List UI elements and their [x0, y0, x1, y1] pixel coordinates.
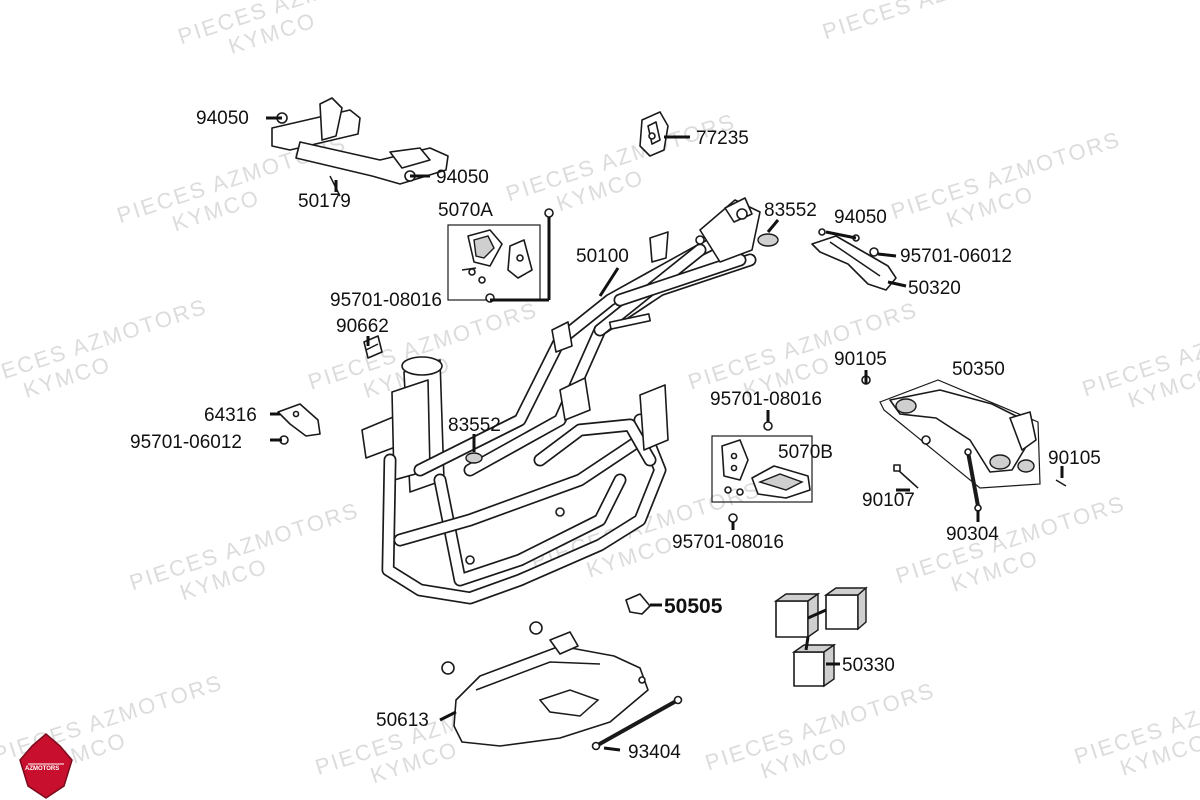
callout-50320: 50320	[908, 278, 961, 299]
callout-5070B: 5070B	[778, 442, 833, 463]
main-frame-part[interactable]	[361, 197, 761, 605]
engine-hanger-50350-part[interactable]	[861, 375, 1067, 489]
rubber-pads-50330-part[interactable]	[773, 586, 868, 688]
callout-95701-06012: 95701-06012	[900, 246, 1012, 267]
callout-83552: 83552	[764, 200, 817, 221]
group-5070A-part[interactable]	[447, 208, 554, 303]
callout-90662: 90662	[336, 316, 389, 337]
logo-text: AZMOTORS	[25, 766, 59, 772]
callout-5070A: 5070A	[438, 200, 493, 221]
callout-95701-08016: 95701-08016	[330, 290, 442, 311]
bolt-90107-part[interactable]	[893, 464, 919, 489]
pad-83552-top-part[interactable]	[757, 233, 779, 247]
callout-90105: 90105	[834, 349, 887, 370]
callout-94050: 94050	[834, 207, 887, 228]
azmotors-logo: AZMOTORS	[19, 733, 73, 799]
bracket-64316-part[interactable]	[277, 403, 321, 445]
bracket-50179-part[interactable]	[271, 97, 449, 197]
pad-83552-mid-part[interactable]	[465, 452, 483, 464]
group-5070B-part[interactable]	[711, 421, 813, 523]
bracket-77235-part[interactable]	[639, 111, 669, 157]
rod-93404-part[interactable]	[591, 695, 683, 751]
under-cover-50613-part[interactable]	[441, 621, 649, 747]
rod-90304-part[interactable]	[964, 448, 982, 512]
callout-83552: 83552	[448, 415, 501, 436]
callout-90105: 90105	[1048, 448, 1101, 469]
callout-95701-08016: 95701-08016	[710, 389, 822, 410]
callout-50100: 50100	[576, 246, 629, 267]
callout-50179: 50179	[298, 191, 351, 212]
callout-50350: 50350	[952, 359, 1005, 380]
callout-90304: 90304	[946, 524, 999, 545]
callout-50505: 50505	[664, 595, 723, 618]
callout-50613: 50613	[376, 710, 429, 731]
callout-64316: 64316	[204, 405, 257, 426]
callout-50330: 50330	[842, 655, 895, 676]
leader-lines	[266, 116, 1064, 752]
callout-95701-06012: 95701-06012	[130, 432, 242, 453]
callout-94050: 94050	[436, 167, 489, 188]
clamp-50505-part[interactable]	[625, 593, 651, 615]
callout-labels: 94050 94050 50179 77235 5070A 83552 9405…	[130, 108, 1101, 763]
callout-93404: 93404	[628, 742, 681, 763]
callout-90107: 90107	[862, 490, 915, 511]
callout-77235: 77235	[696, 128, 749, 149]
callout-94050: 94050	[196, 108, 249, 129]
watermark-text: PIECES AZMOTORS	[819, 0, 1055, 44]
bracket-50320-part[interactable]	[811, 228, 897, 291]
callout-95701-08016: 95701-08016	[672, 532, 784, 553]
